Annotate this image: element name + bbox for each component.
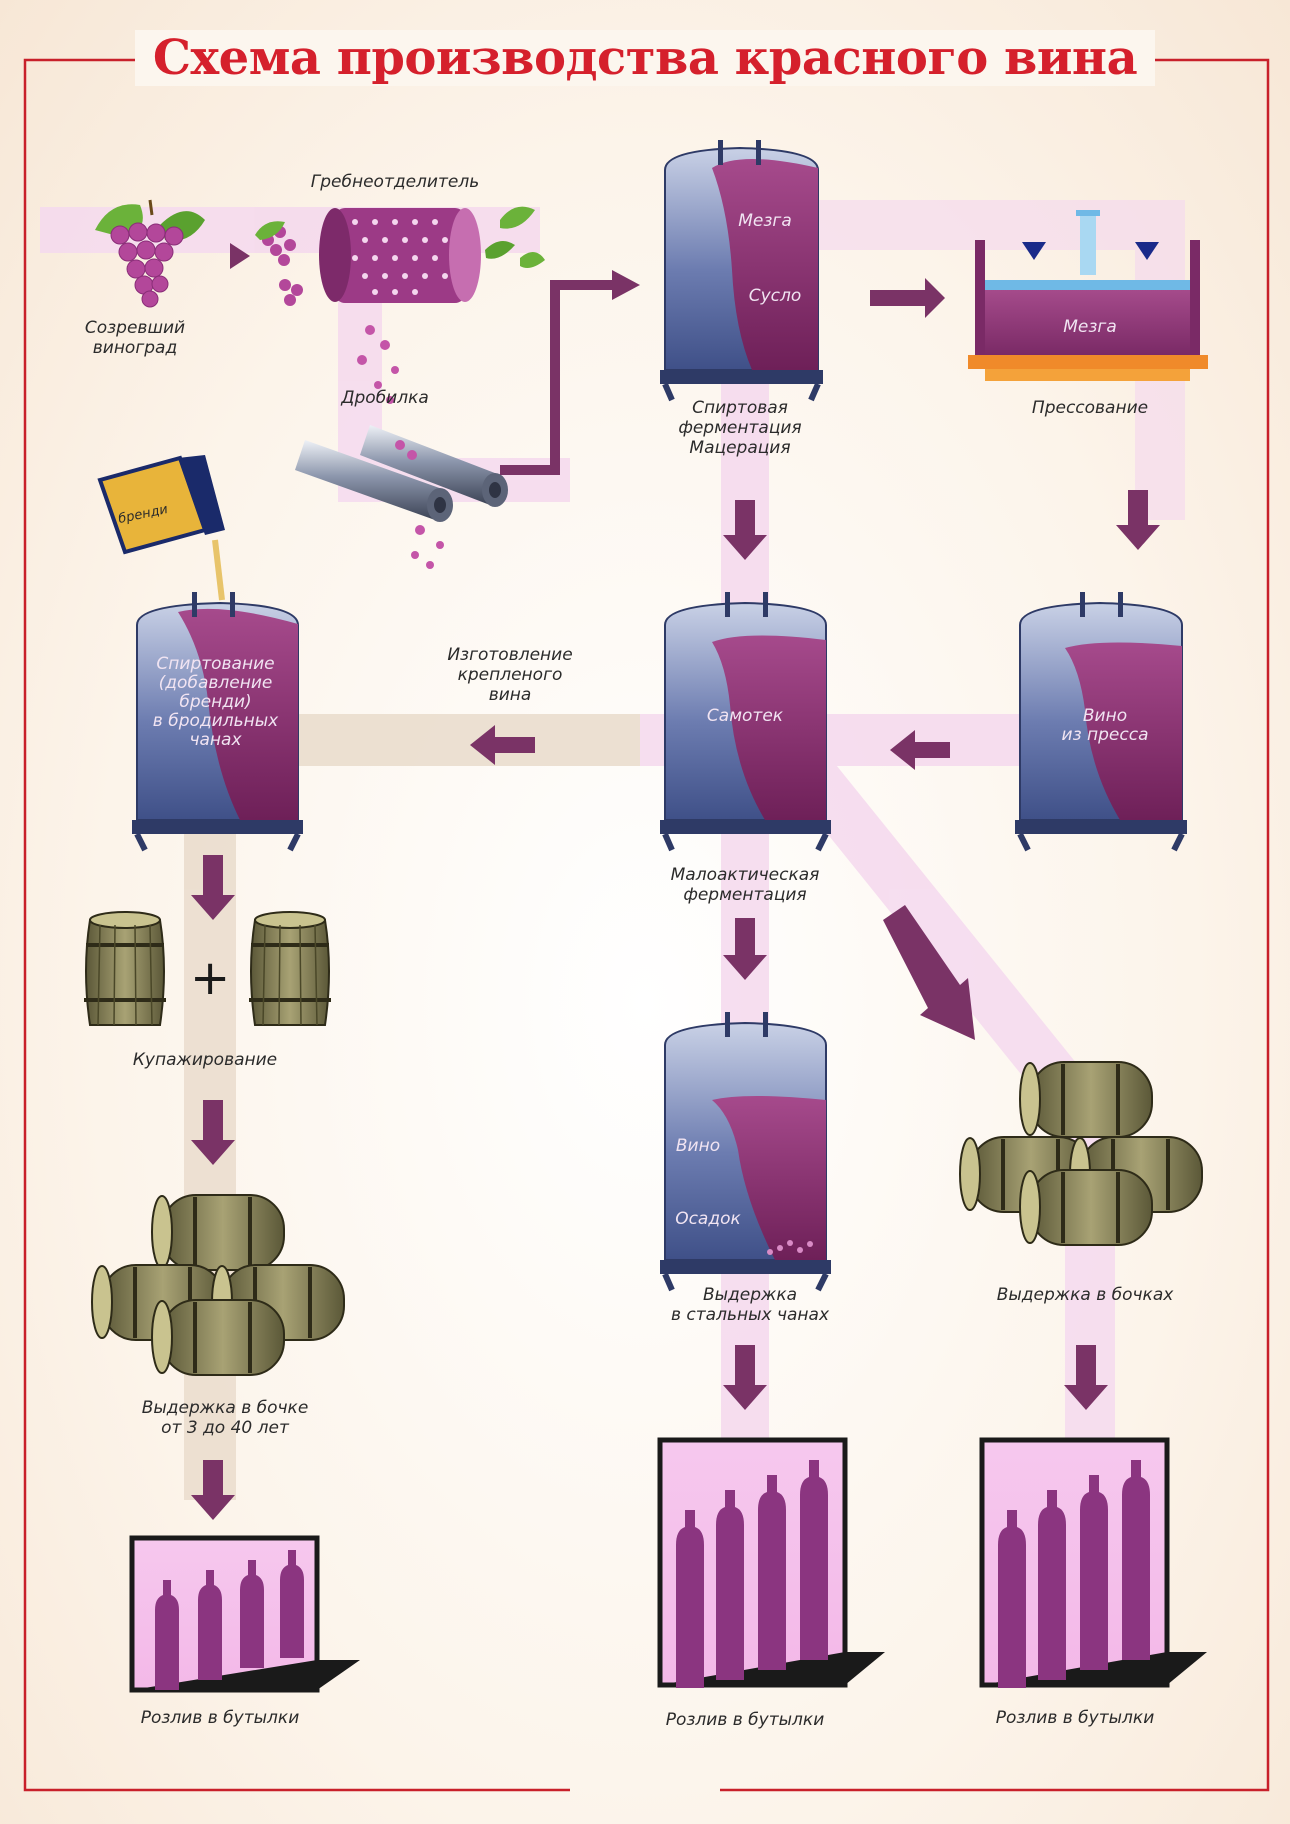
page-title: Схема производства красного вина	[0, 30, 1290, 86]
arrow-icon	[883, 905, 975, 1040]
arrow-icon	[723, 1345, 767, 1410]
arrow-icon	[191, 1100, 235, 1165]
label-fermentation: Спиртовая ферментация Мацерация	[678, 398, 802, 458]
poster-frame	[23, 58, 1270, 1792]
wine-press-icon	[968, 210, 1208, 381]
label-destemmer: Гребнеотделитель	[310, 172, 480, 192]
inner-label-press-wine: Вино из пресса	[1061, 706, 1149, 745]
fermentation-tank-icon	[660, 140, 823, 402]
inner-label-sediment: Осадок	[675, 1209, 741, 1229]
arrow-icon	[612, 270, 640, 300]
arrow-icon	[723, 500, 767, 560]
inner-label-must: Сусло	[748, 286, 802, 306]
fortification-tank-icon	[132, 592, 303, 852]
brandy-jug-icon	[97, 455, 225, 601]
blending-barrel-icon	[84, 911, 166, 1026]
arrow-icon	[1116, 490, 1160, 550]
flow-arrow-line	[500, 280, 620, 475]
arrow-icon	[870, 278, 945, 318]
label-aging-steel: Выдержка в стальных чанах	[670, 1285, 830, 1325]
label-ripe-grapes: Созревший виноград	[84, 318, 186, 358]
label-blending: Купажирование	[132, 1050, 278, 1070]
arrow-icon	[191, 1460, 235, 1520]
crusher-icon	[295, 425, 508, 569]
label-crusher: Дробилка	[341, 388, 429, 408]
barrel-stack-icon	[959, 1061, 1203, 1246]
label-bottling-left: Розлив в бутылки	[140, 1708, 300, 1728]
bottling-icon	[657, 1437, 885, 1688]
arrow-icon	[470, 725, 535, 765]
inner-label-free-run: Самотек	[706, 706, 784, 726]
arrow-icon	[890, 730, 950, 770]
label-aging-barrels: Выдержка в бочках	[996, 1285, 1174, 1305]
steel-tank-icon	[660, 1012, 831, 1292]
inner-label-pomace: Мезга	[738, 211, 792, 231]
blending-barrel-icon	[249, 911, 331, 1026]
label-fortified-wine: Изготовление крепленого вина	[447, 645, 573, 705]
bottling-icon	[979, 1437, 1207, 1688]
label-malolactic: Малоактическая ферментация	[670, 865, 820, 905]
label-aging-barrel-years: Выдержка в бочке от 3 до 40 лет	[141, 1398, 309, 1438]
inner-label-press-pomace: Мезга	[1063, 317, 1117, 337]
arrow-icon	[191, 855, 235, 920]
inner-label-wine: Вино	[675, 1136, 721, 1156]
press-wine-tank-icon	[1015, 592, 1187, 852]
bottling-icon	[129, 1535, 360, 1693]
grape-bunch-icon	[95, 199, 205, 308]
inner-label-fortification: Спиртование (добавление бренди) в бродил…	[152, 654, 279, 750]
arrow-icon	[230, 243, 250, 269]
barrel-stack-icon	[91, 1194, 345, 1376]
free-run-tank-icon	[660, 592, 831, 852]
destemmer-icon	[255, 206, 545, 404]
label-bottling-middle: Розлив в бутылки	[665, 1710, 825, 1730]
arrow-icon	[1064, 1345, 1108, 1410]
label-pressing: Прессование	[1031, 398, 1149, 418]
label-bottling-right: Розлив в бутылки	[995, 1708, 1155, 1728]
arrow-icon	[723, 918, 767, 980]
plus-sign: +	[190, 950, 231, 1006]
